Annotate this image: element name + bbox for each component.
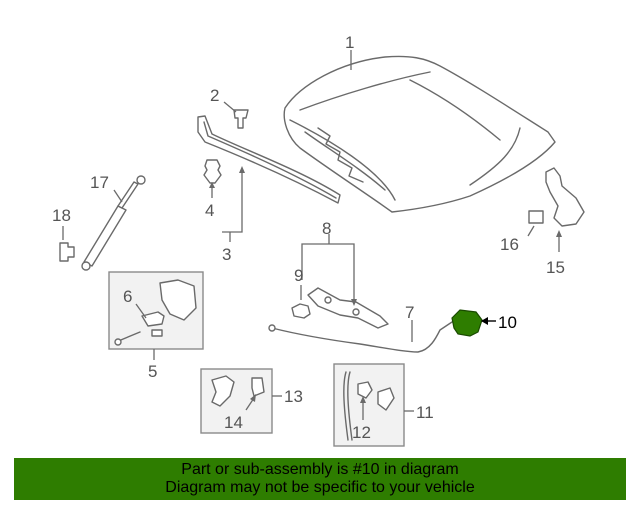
callout-15: 15 <box>546 258 565 277</box>
callout-6: 6 <box>123 287 132 306</box>
lock-support-part <box>307 287 389 329</box>
callout-10: 10 <box>498 313 517 332</box>
callout-9: 9 <box>294 266 303 285</box>
callout-18: 18 <box>52 206 71 225</box>
callout-12: 12 <box>352 423 371 442</box>
bumper-part <box>291 303 311 319</box>
retainer-part <box>203 159 222 184</box>
strut-part <box>81 175 146 271</box>
callout-3: 3 <box>222 245 231 264</box>
banner-line-1: Part or sub-assembly is #10 in diagram <box>181 461 459 478</box>
callout-11: 11 <box>416 403 434 422</box>
hood-part <box>283 55 556 213</box>
callout-17: 17 <box>90 173 109 192</box>
callout-16: 16 <box>500 235 519 254</box>
banner-line-2: Diagram may not be specific to your vehi… <box>165 479 475 496</box>
callout-8: 8 <box>322 219 331 238</box>
prop-rod-kit-part <box>343 371 395 441</box>
info-banner: Part or sub-assembly is #10 in diagram D… <box>14 458 626 500</box>
latch-kit-part <box>114 279 197 346</box>
callout-1: 1 <box>345 33 354 52</box>
hinge-part <box>545 167 585 227</box>
nut-part <box>528 210 544 224</box>
callout-7: 7 <box>405 303 414 322</box>
prop-rod-kit-box <box>333 363 405 447</box>
clip-part <box>233 109 249 129</box>
callout-5: 5 <box>148 362 157 381</box>
bracket-kit-part <box>211 375 265 407</box>
cable-part <box>268 321 453 353</box>
bolt-part <box>59 242 75 262</box>
callout-13: 13 <box>284 387 303 406</box>
callout-4: 4 <box>205 201 214 220</box>
callout-2: 2 <box>210 86 219 105</box>
hood-lock-part-highlighted[interactable] <box>451 309 483 337</box>
callout-14: 14 <box>224 413 243 432</box>
seal-part <box>197 115 341 204</box>
